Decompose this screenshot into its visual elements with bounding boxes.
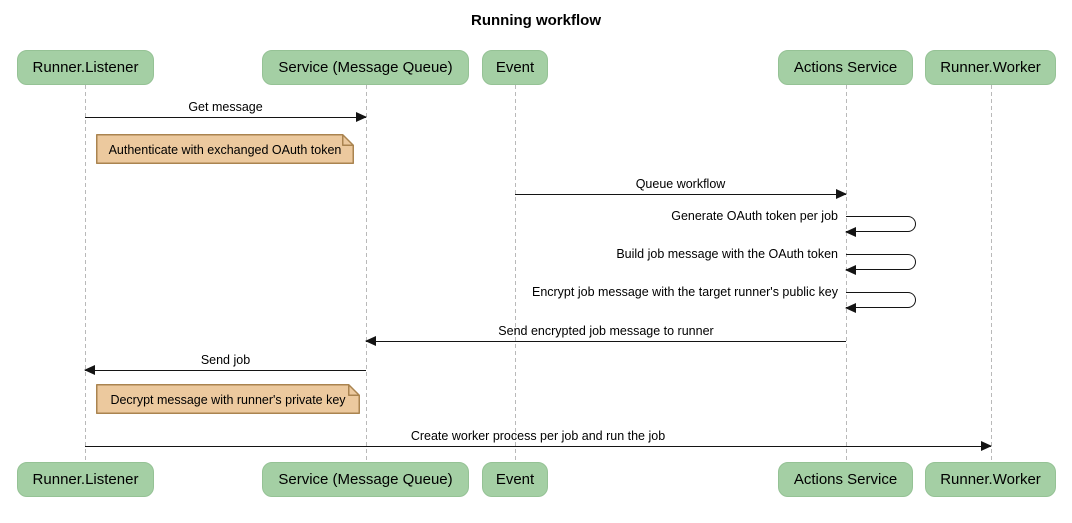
self-message-loop <box>845 292 916 313</box>
participant-box-bottom: Service (Message Queue) <box>262 462 469 497</box>
arrowhead-left-icon <box>845 302 856 313</box>
lifeline <box>515 85 516 462</box>
self-message-loop <box>845 216 916 237</box>
arrowhead-left-icon <box>84 365 95 376</box>
arrowhead-right-icon <box>356 112 367 123</box>
arrowhead-left-icon <box>365 336 376 347</box>
lifeline <box>85 85 86 462</box>
participant-box-top: Service (Message Queue) <box>262 50 469 85</box>
lifeline <box>991 85 992 462</box>
arrowhead-left-icon <box>845 226 856 237</box>
message: Queue workflow <box>515 175 847 200</box>
self-message-label: Generate OAuth token per job <box>671 209 838 223</box>
message-label: Send encrypted job message to runner <box>498 323 714 338</box>
participant-box-bottom: Runner.Listener <box>17 462 154 497</box>
self-message-loop <box>845 254 916 275</box>
message: Create worker process per job and run th… <box>85 427 992 452</box>
note-text: Authenticate with exchanged OAuth token <box>108 142 342 157</box>
lifeline <box>366 85 367 462</box>
message-label: Send job <box>200 352 251 367</box>
message-label: Get message <box>188 99 263 114</box>
message-line <box>366 340 846 342</box>
participant-box-top: Event <box>482 50 548 85</box>
participant-box-bottom: Event <box>482 462 548 497</box>
note-shape <box>96 384 360 414</box>
message: Get message <box>85 98 367 123</box>
participant-box-top: Runner.Listener <box>17 50 154 85</box>
message-line <box>515 193 846 195</box>
note-shape <box>96 134 354 164</box>
arrowhead-right-icon <box>981 441 992 452</box>
arrowhead-left-icon <box>845 264 856 275</box>
note: Decrypt message with runner's private ke… <box>96 384 360 414</box>
participant-box-bottom: Runner.Worker <box>925 462 1056 497</box>
message-label: Queue workflow <box>635 176 726 191</box>
message-line <box>85 116 366 118</box>
self-message-label: Build job message with the OAuth token <box>616 247 838 261</box>
message: Send encrypted job message to runner <box>365 322 846 347</box>
message-line <box>85 369 366 371</box>
participant-box-bottom: Actions Service <box>778 462 913 497</box>
message-line <box>85 445 991 447</box>
note: Authenticate with exchanged OAuth token <box>96 134 354 164</box>
note-text: Decrypt message with runner's private ke… <box>110 392 346 407</box>
participant-box-top: Runner.Worker <box>925 50 1056 85</box>
message: Send job <box>84 351 366 376</box>
arrowhead-right-icon <box>836 189 847 200</box>
message-label: Create worker process per job and run th… <box>410 428 666 443</box>
self-message-label: Encrypt job message with the target runn… <box>531 285 838 299</box>
participant-box-top: Actions Service <box>778 50 913 85</box>
diagram-title: Running workflow <box>471 12 601 29</box>
